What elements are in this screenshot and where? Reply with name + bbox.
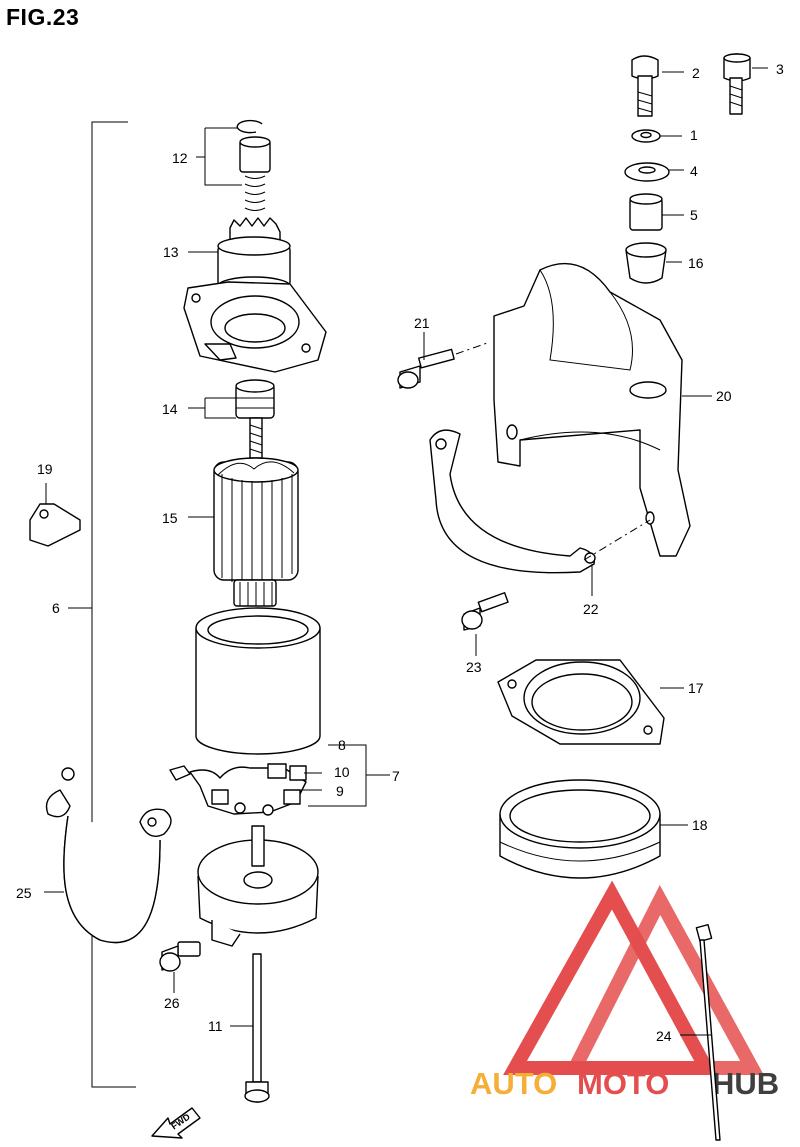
label-part-9: 9 xyxy=(336,783,344,799)
part-11-through-bolt xyxy=(244,953,270,1103)
label-part-14: 14 xyxy=(162,401,178,417)
watermark-text-moto: MOTO xyxy=(577,1066,669,1101)
label-part-8: 8 xyxy=(338,737,346,753)
watermark-logo: AUTO MOTO HUB xyxy=(470,880,779,1101)
leader-lines xyxy=(44,67,768,1036)
watermark-text-auto: AUTO xyxy=(470,1066,557,1101)
part-4-washer xyxy=(624,162,670,182)
part-17-flange-plate xyxy=(497,659,665,745)
part-19-clamp xyxy=(29,503,81,547)
brush-holder-assembly xyxy=(169,763,307,816)
label-part-3: 3 xyxy=(776,61,784,77)
label-part-10: 10 xyxy=(334,764,350,780)
label-part-20: 20 xyxy=(716,388,732,404)
part-14-drive-collar xyxy=(235,379,275,419)
part-5-sleeve xyxy=(629,193,663,231)
label-part-22: 22 xyxy=(583,601,599,617)
label-part-6: 6 xyxy=(52,600,60,616)
label-part-17: 17 xyxy=(688,680,704,696)
label-part-23: 23 xyxy=(466,659,482,675)
assembly-bracket xyxy=(91,121,136,1088)
label-part-12: 12 xyxy=(172,150,188,166)
mounting-strap xyxy=(429,429,596,574)
motor-yoke xyxy=(195,607,321,755)
part-18-rubber-ring xyxy=(499,779,661,879)
part-3-bolt xyxy=(723,53,751,115)
part-2-bolt xyxy=(631,55,659,117)
part-26-bolt xyxy=(159,941,201,972)
label-part-25: 25 xyxy=(16,885,32,901)
label-part-5: 5 xyxy=(690,207,698,223)
label-part-16: 16 xyxy=(688,255,704,271)
part-12-pinion-stop-set xyxy=(236,119,271,211)
part-labels: 2 3 1 4 5 16 20 21 22 23 17 18 24 12 13 … xyxy=(16,61,784,1044)
part-24-cable-tie xyxy=(695,923,721,1141)
part-21-bolt xyxy=(397,348,455,389)
part-13-pinion-gear xyxy=(217,217,291,296)
label-part-13: 13 xyxy=(163,244,179,260)
label-part-7: 7 xyxy=(392,768,400,784)
label-part-26: 26 xyxy=(164,995,180,1011)
label-part-11: 11 xyxy=(208,1018,223,1034)
watermark-text-hub: HUB xyxy=(712,1066,779,1101)
part-1-washer xyxy=(631,129,661,143)
part-20-starter-bracket xyxy=(493,262,691,557)
label-part-21: 21 xyxy=(414,315,430,331)
label-part-19: 19 xyxy=(37,461,53,477)
part-16-bushing xyxy=(625,242,667,284)
part-15-armature xyxy=(213,417,299,607)
centerline-21 xyxy=(455,341,491,355)
label-part-24: 24 xyxy=(656,1028,672,1044)
centerline-22 xyxy=(583,519,651,561)
label-part-1: 1 xyxy=(690,127,698,143)
part-25-lead-wire xyxy=(45,767,172,943)
label-part-4: 4 xyxy=(690,163,698,179)
forward-direction-arrow: FWD xyxy=(151,1107,201,1139)
front-bracket xyxy=(183,281,327,373)
label-part-15: 15 xyxy=(162,510,178,526)
label-part-2: 2 xyxy=(692,65,700,81)
part-23-bolt xyxy=(461,592,509,631)
label-part-18: 18 xyxy=(692,817,708,833)
figure-title: FIG.23 xyxy=(6,4,80,30)
rear-cover xyxy=(197,825,319,947)
